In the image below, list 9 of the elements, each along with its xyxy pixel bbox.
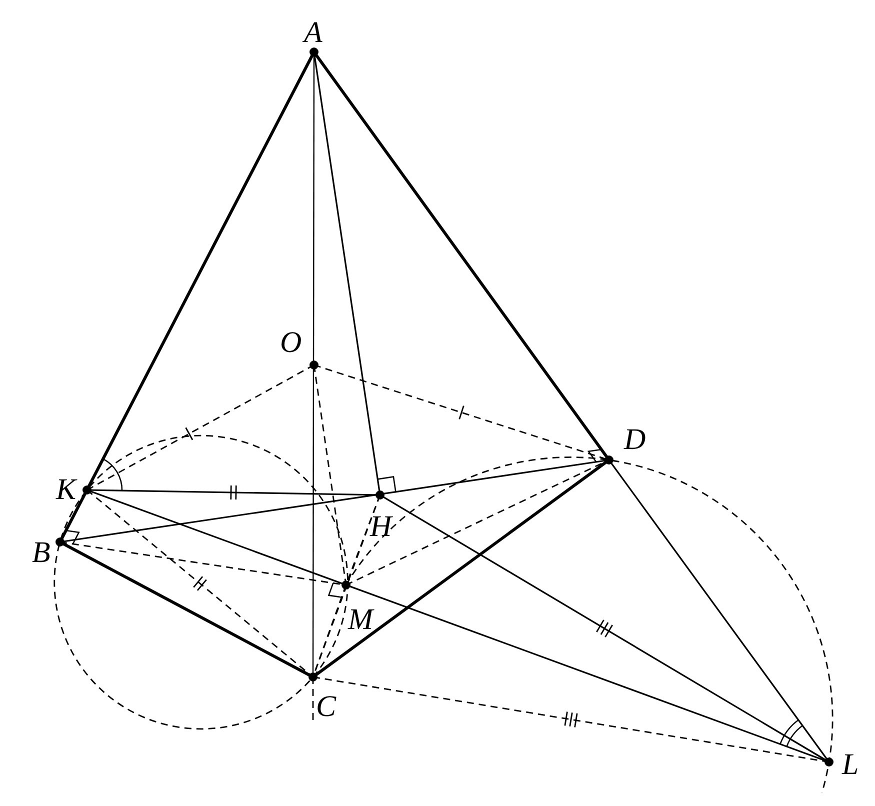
point-label: M xyxy=(348,605,373,635)
point-label: K xyxy=(56,475,76,505)
point-label: O xyxy=(280,328,302,358)
point-label: L xyxy=(842,750,859,780)
point-label: C xyxy=(316,692,336,722)
point-label: A xyxy=(304,18,322,48)
point-label: B xyxy=(32,538,50,568)
point-label: D xyxy=(624,425,646,455)
point-label: H xyxy=(370,512,392,542)
